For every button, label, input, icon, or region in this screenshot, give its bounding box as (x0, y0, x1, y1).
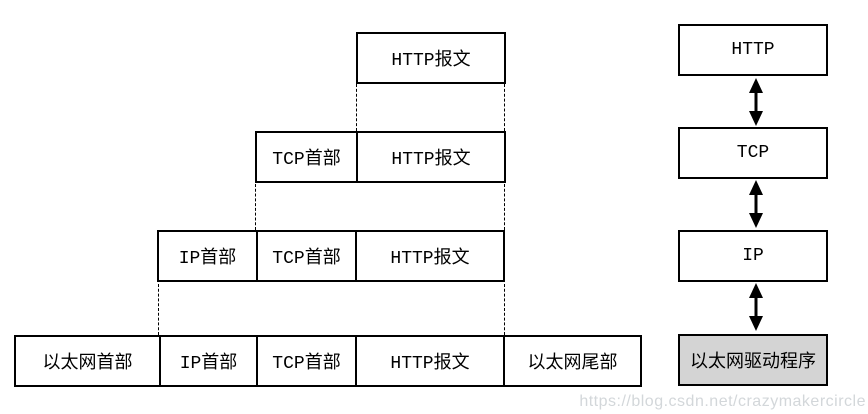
double-arrow-icon (746, 180, 766, 228)
encapsulation-row-2: TCP首部 HTTP报文 (255, 131, 506, 183)
dashed-connector (356, 84, 357, 131)
dashed-connector (158, 284, 159, 335)
cell-tcp-header: TCP首部 (255, 131, 358, 183)
layer-ethernet-driver: 以太网驱动程序 (678, 334, 828, 386)
watermark-text: https://blog.csdn.net/crazymakercircle (579, 393, 866, 410)
cell-ethernet-trailer: 以太网尾部 (503, 335, 642, 387)
layer-http: HTTP (678, 24, 828, 76)
double-arrow-icon (746, 78, 766, 126)
dashed-connector (504, 284, 505, 335)
dashed-connector (255, 184, 256, 230)
cell-http-message: HTTP报文 (355, 335, 505, 387)
layer-ip: IP (678, 230, 828, 282)
layer-tcp: TCP (678, 127, 828, 179)
encapsulation-row-4: 以太网首部 IP首部 TCP首部 HTTP报文 以太网尾部 (14, 335, 642, 387)
encapsulation-row-1: HTTP报文 (356, 32, 506, 84)
cell-http-message: HTTP报文 (355, 230, 505, 282)
dashed-connector (504, 184, 505, 230)
cell-ethernet-header: 以太网首部 (14, 335, 161, 387)
cell-tcp-header: TCP首部 (256, 230, 357, 282)
double-arrow-icon (746, 283, 766, 331)
cell-ip-header: IP首部 (157, 230, 258, 282)
cell-tcp-header: TCP首部 (256, 335, 357, 387)
dashed-connector (504, 84, 505, 131)
cell-ip-header: IP首部 (159, 335, 258, 387)
cell-http-message: HTTP报文 (356, 131, 506, 183)
cell-http-message: HTTP报文 (356, 32, 506, 84)
encapsulation-row-3: IP首部 TCP首部 HTTP报文 (157, 230, 505, 282)
